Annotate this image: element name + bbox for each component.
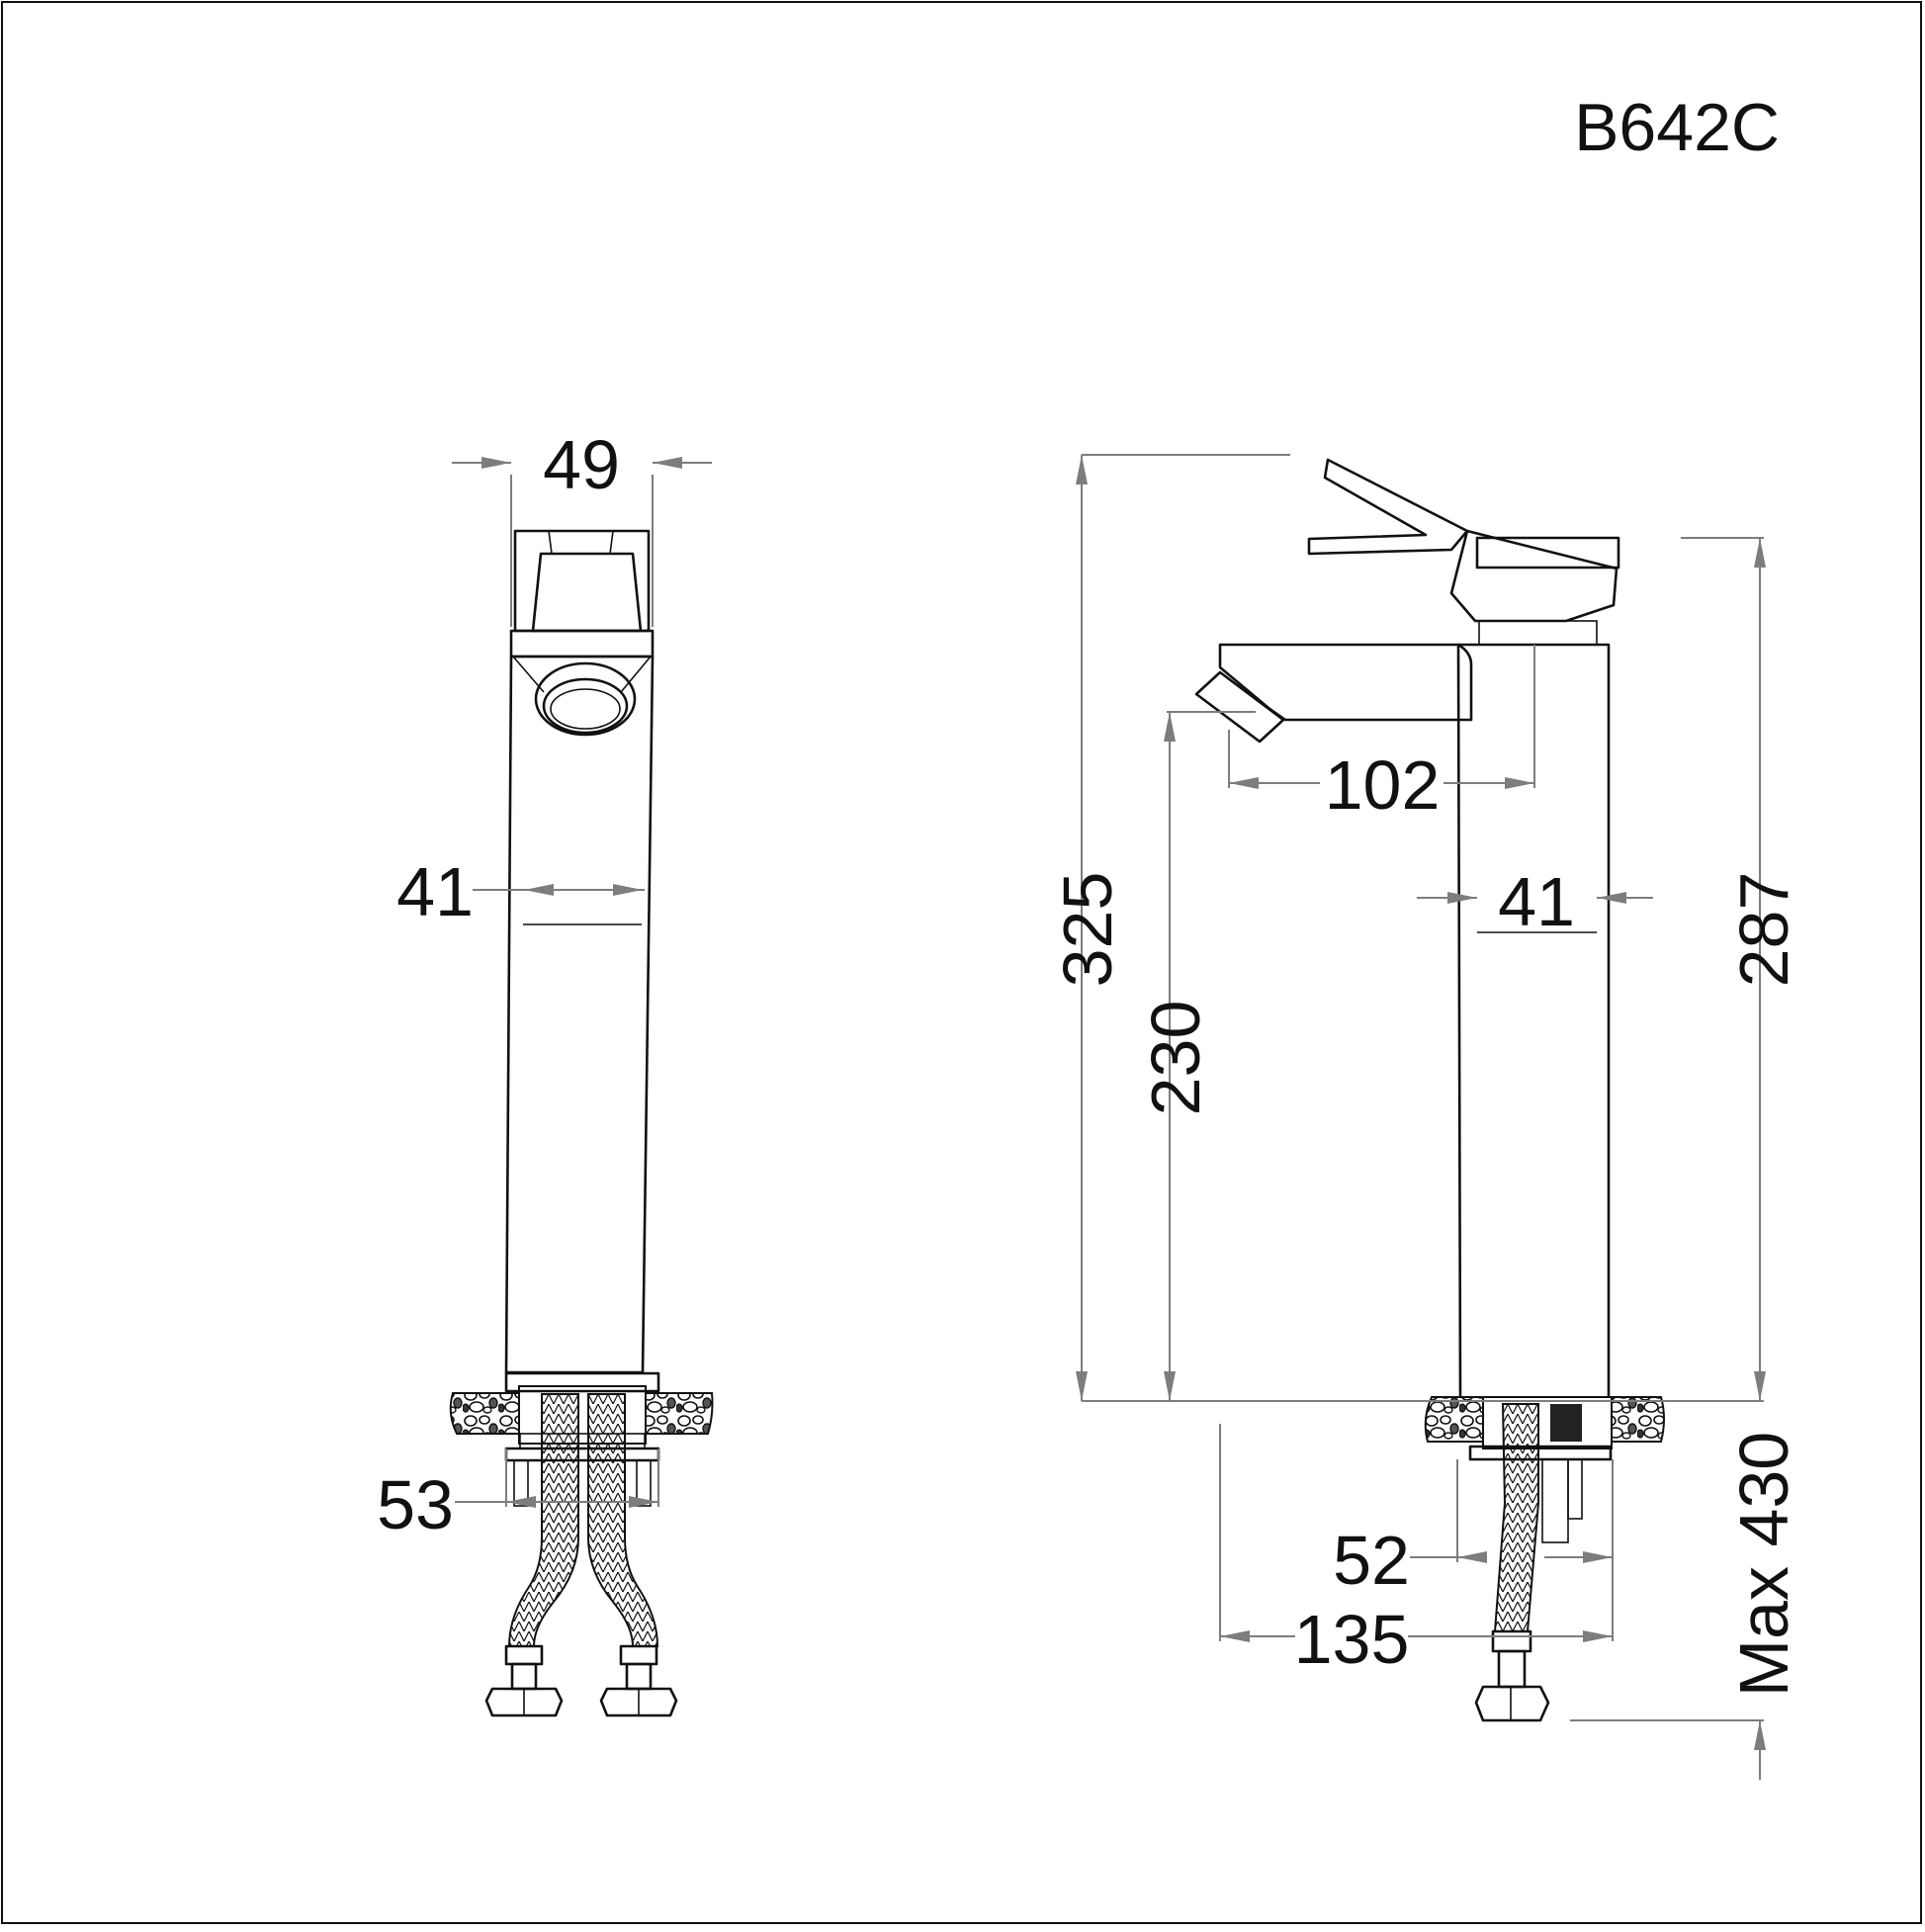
dimension-front-hose-spacing: 53 — [377, 1449, 659, 1543]
dimension-total-height: 325 — [1049, 454, 1290, 1401]
dim-max-430-label: Max 430 — [1725, 1432, 1802, 1697]
dimension-hose-reach: 135 — [1219, 1424, 1613, 1678]
dim-49-label: 49 — [543, 426, 620, 503]
dim-41-front-label: 41 — [396, 853, 474, 930]
dim-102-label: 102 — [1325, 746, 1441, 824]
dimension-front-neck-width: 41 — [396, 853, 645, 930]
front-hoses — [484, 1393, 678, 1717]
dim-135-label: 135 — [1294, 1601, 1410, 1678]
dim-52-label: 52 — [1333, 1522, 1410, 1599]
front-view: 49 41 53 — [377, 426, 714, 1717]
model-code: B642C — [1574, 90, 1780, 165]
dim-230-label: 230 — [1137, 1001, 1214, 1116]
side-spout — [1194, 643, 1473, 744]
side-hose — [1474, 1403, 1550, 1722]
dimension-front-top-width: 49 — [452, 426, 712, 627]
dimension-max-hose-length: Max 430 — [1570, 1432, 1802, 1780]
side-mounting — [1468, 1445, 1613, 1543]
dim-287-label: 287 — [1725, 872, 1802, 988]
dimension-side-neck-width: 41 — [1417, 863, 1653, 940]
dim-325-label: 325 — [1049, 872, 1126, 988]
front-aerator — [534, 661, 637, 737]
dimension-spout-reach: 102 — [1228, 645, 1535, 824]
side-view: 325 230 102 41 — [1049, 454, 1802, 1780]
dimension-spout-height: 230 — [1137, 711, 1256, 1401]
dimension-base-width: 52 — [1333, 1459, 1614, 1641]
dimension-body-height: 287 — [1681, 537, 1802, 1401]
dim-41-side-label: 41 — [1498, 863, 1575, 940]
dim-53-label: 53 — [377, 1466, 454, 1543]
